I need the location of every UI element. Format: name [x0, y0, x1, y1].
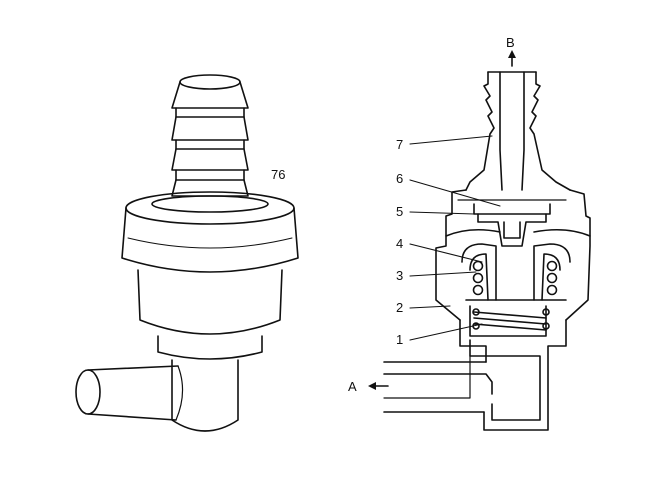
- reference-number: 76: [271, 167, 286, 182]
- callout-5: 5: [396, 204, 404, 219]
- section-valve-view: [383, 55, 591, 431]
- callout-7: 7: [396, 137, 404, 152]
- exterior-valve-view: [75, 74, 299, 432]
- port-a-label: A: [348, 379, 357, 394]
- callout-3: 3: [396, 268, 404, 283]
- callout-2: 2: [396, 300, 404, 315]
- callout-1: 1: [396, 332, 404, 347]
- callout-leaders: [409, 135, 501, 341]
- port-b-label: B: [506, 35, 515, 50]
- callout-6: 6: [396, 171, 404, 186]
- callout-4: 4: [396, 236, 404, 251]
